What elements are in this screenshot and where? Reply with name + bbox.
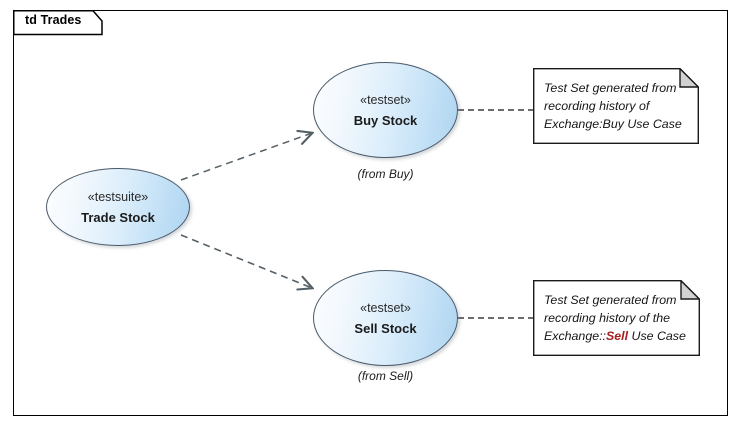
node-trade-stock-shape bbox=[46, 168, 190, 246]
node-sell-stock[interactable]: «testset» Sell Stock bbox=[313, 270, 458, 366]
frame-title-tab: td Trades bbox=[13, 10, 103, 36]
note-sell-line-3: Exchange::Sell Use Case bbox=[544, 327, 690, 345]
note-buy-line-3-pre: Exchange:Buy Use Case bbox=[544, 117, 682, 132]
node-sell-stock-from-label: (from Sell) bbox=[357, 369, 414, 383]
node-buy-stock-shape bbox=[313, 62, 458, 158]
node-buy-stock-from-label: (from Buy) bbox=[357, 167, 414, 181]
frame-tab-shape bbox=[13, 10, 103, 36]
note-buy-line-1: Test Set generated from bbox=[544, 80, 677, 95]
note-buy-stock-text: Test Set generated from recording histor… bbox=[544, 79, 689, 133]
node-buy-stock[interactable]: «testset» Buy Stock bbox=[313, 62, 458, 158]
note-sell-line-3-pre: Exchange:: bbox=[544, 329, 606, 344]
note-sell-stock-shape bbox=[533, 280, 700, 356]
note-sell-line-3-post: Use Case bbox=[628, 329, 686, 344]
note-buy-line-3: Exchange:Buy Use Case bbox=[544, 115, 689, 133]
note-buy-line-2: recording history of bbox=[544, 98, 650, 113]
frame-title-label: td Trades bbox=[25, 13, 82, 27]
note-sell-line-2: recording history of the bbox=[544, 310, 671, 325]
note-sell-stock-text: Test Set generated from recording histor… bbox=[544, 291, 690, 345]
note-sell-line-1: Test Set generated from bbox=[544, 292, 677, 307]
note-buy-stock-shape bbox=[533, 68, 699, 144]
node-trade-stock[interactable]: «testsuite» Trade Stock bbox=[46, 168, 190, 246]
node-sell-stock-shape bbox=[313, 270, 458, 366]
note-sell-line-3-emphasis: Sell bbox=[606, 329, 629, 344]
note-buy-stock[interactable]: Test Set generated from recording histor… bbox=[533, 68, 699, 144]
note-sell-stock[interactable]: Test Set generated from recording histor… bbox=[533, 280, 700, 356]
